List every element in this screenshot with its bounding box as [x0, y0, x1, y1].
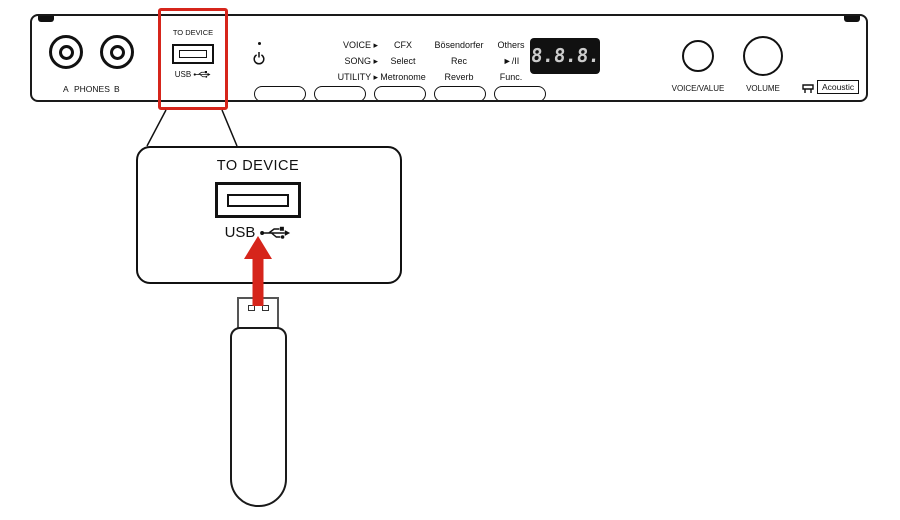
- control-panel: A PHONES B TO DEVICE USB: [30, 14, 868, 102]
- volume-knob: [743, 36, 783, 76]
- panel-notch-right: [844, 16, 860, 22]
- panel-notch-left: [38, 16, 54, 22]
- panel-button: [314, 86, 366, 100]
- to-device-label: TO DEVICE: [172, 28, 214, 37]
- phones-jack-a-hole: [58, 44, 74, 60]
- acoustic-label: Acoustic: [817, 80, 860, 94]
- callout-to-device-label: TO DEVICE: [216, 158, 300, 174]
- phones-jack-b: [100, 35, 134, 69]
- callout-usb-label: USB: [224, 224, 256, 241]
- phones-jack-a: [49, 35, 83, 69]
- display-digits: 8.8.8.: [529, 45, 601, 67]
- label-others: Others: [497, 40, 525, 50]
- usb-port-tongue: [179, 50, 207, 58]
- label-rec: Rec: [450, 56, 467, 66]
- usb-to-device-section: TO DEVICE USB: [160, 16, 226, 79]
- usb-port: [172, 44, 214, 64]
- usb-drive-body: [229, 327, 287, 507]
- label-bosendorfer: Bösendorfer: [434, 40, 484, 50]
- panel-button: [374, 86, 426, 100]
- usb-flash-drive: [228, 297, 288, 507]
- label-metronome: Metronome: [380, 72, 426, 82]
- acoustic-piano-icon: [802, 84, 814, 93]
- phones-label-a: A: [63, 84, 69, 94]
- phones-jack-b-hole: [109, 44, 125, 60]
- acoustic-indicator: Acoustic: [802, 80, 860, 94]
- label-utility: UTILITY ▸: [337, 72, 378, 82]
- panel-button: [254, 86, 306, 100]
- usb-port-enlarged-tongue: [227, 193, 289, 207]
- callout-line-left: [146, 109, 167, 147]
- usb-trident-icon: [260, 226, 291, 239]
- panel-button: [434, 86, 486, 100]
- function-label-grid: VOICE ▸ CFX Bösendorfer Others SONG ▸ Se…: [314, 40, 532, 83]
- usb-connector-hole: [261, 305, 269, 311]
- usb-callout: TO DEVICE USB: [136, 146, 402, 284]
- label-func: Func.: [499, 72, 523, 82]
- label-song: SONG ▸: [344, 56, 378, 66]
- power-control: [246, 42, 272, 70]
- seven-segment-display: 8.8.8.: [530, 38, 600, 74]
- voice-value-knob: [682, 40, 714, 72]
- volume-label: VOLUME: [746, 84, 780, 93]
- usb-port-enlarged: [215, 182, 301, 218]
- usb-label: USB: [174, 70, 192, 79]
- label-select: Select: [390, 56, 416, 66]
- panel-button: [494, 86, 546, 100]
- usb-trident-icon: [193, 71, 211, 78]
- voice-value-label: VOICE/VALUE: [671, 84, 725, 93]
- callout-line-right: [221, 109, 238, 147]
- phones-label-b: B: [114, 84, 120, 94]
- power-icon: [253, 52, 265, 65]
- phones-label: PHONES: [74, 84, 110, 94]
- label-play-pause: ►/II: [502, 56, 520, 66]
- power-led: [257, 42, 261, 45]
- label-voice: VOICE ▸: [342, 40, 378, 50]
- label-cfx: CFX: [394, 40, 412, 50]
- usb-connector: [237, 297, 279, 329]
- label-reverb: Reverb: [444, 72, 474, 82]
- usb-connector-hole: [247, 305, 255, 311]
- usb-highlight-box: [158, 8, 228, 110]
